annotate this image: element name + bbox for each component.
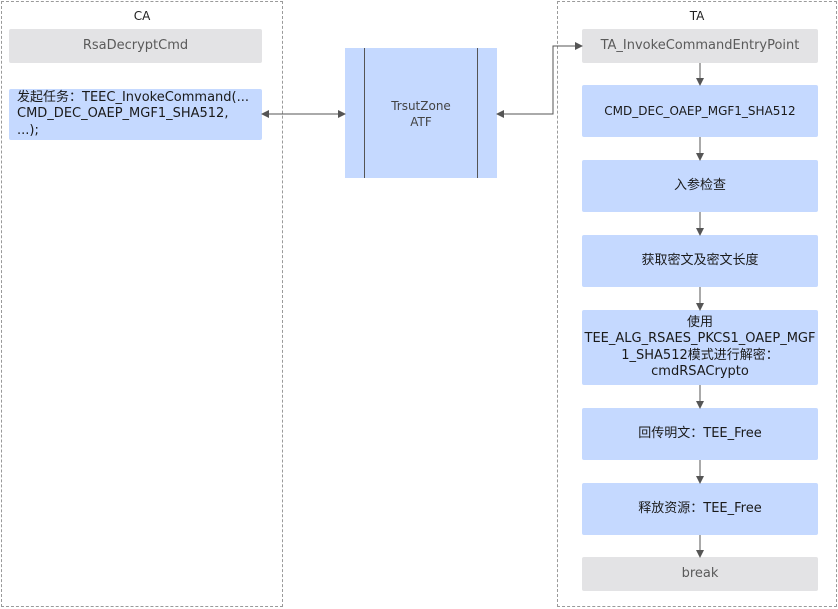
param-check-label: 入参检查 (673, 177, 726, 193)
trustzone-right-bar (477, 48, 478, 178)
decrypt-line1: 使用 (686, 315, 713, 330)
ta-entry-point-box[interactable]: TA_InvokeCommandEntryPoint (582, 29, 818, 63)
rsa-decrypt-cmd-label: RsaDecryptCmd (82, 37, 189, 53)
decrypt-line2: TEE_ALG_RSAES_PKCS1_OAEP_MGF (584, 331, 816, 347)
trustzone-atf-box[interactable]: TrsutZone ATF (345, 48, 497, 178)
cmd-dec-box[interactable]: CMD_DEC_OAEP_MGF1_SHA512 (582, 85, 818, 137)
ta-lane-title: TA (689, 9, 705, 23)
get-ciphertext-label: 获取密文及密文长度 (641, 252, 759, 268)
release-resource-label: 释放资源：TEE_Free (638, 500, 762, 516)
trustzone-left-bar (364, 48, 365, 178)
decrypt-box[interactable]: 使用 TEE_ALG_RSAES_PKCS1_OAEP_MGF 1_SHA512… (582, 310, 818, 385)
ta-entry-point-label: TA_InvokeCommandEntryPoint (600, 37, 800, 53)
break-box[interactable]: break (582, 557, 818, 591)
cmd-dec-label: CMD_DEC_OAEP_MGF1_SHA512 (604, 103, 796, 118)
get-ciphertext-box[interactable]: 获取密文及密文长度 (582, 235, 818, 287)
trustzone-label: TrsutZone (391, 99, 451, 113)
invoke-task-line1: 发起任务：TEEC_InvokeCommand(... (17, 90, 250, 106)
return-plaintext-box[interactable]: 回传明文：TEE_Free (582, 408, 818, 460)
invoke-task-line2: CMD_DEC_OAEP_MGF1_SHA512, ...); (17, 106, 229, 138)
atf-label: ATF (410, 115, 432, 130)
release-resource-box[interactable]: 释放资源：TEE_Free (582, 483, 818, 535)
ca-lane-title: CA (133, 9, 151, 23)
invoke-task-box[interactable]: 发起任务：TEEC_InvokeCommand(... CMD_DEC_OAEP… (9, 89, 262, 140)
ta-lane: TA (557, 1, 837, 607)
rsa-decrypt-cmd-box[interactable]: RsaDecryptCmd (9, 29, 262, 63)
ca-lane: CA (1, 1, 283, 607)
return-plaintext-label: 回传明文：TEE_Free (638, 425, 762, 441)
param-check-box[interactable]: 入参检查 (582, 160, 818, 212)
break-label: break (681, 565, 719, 581)
decrypt-line3: 1_SHA512模式进行解密： (621, 347, 779, 363)
decrypt-line4: cmdRSACrypto (651, 363, 749, 379)
